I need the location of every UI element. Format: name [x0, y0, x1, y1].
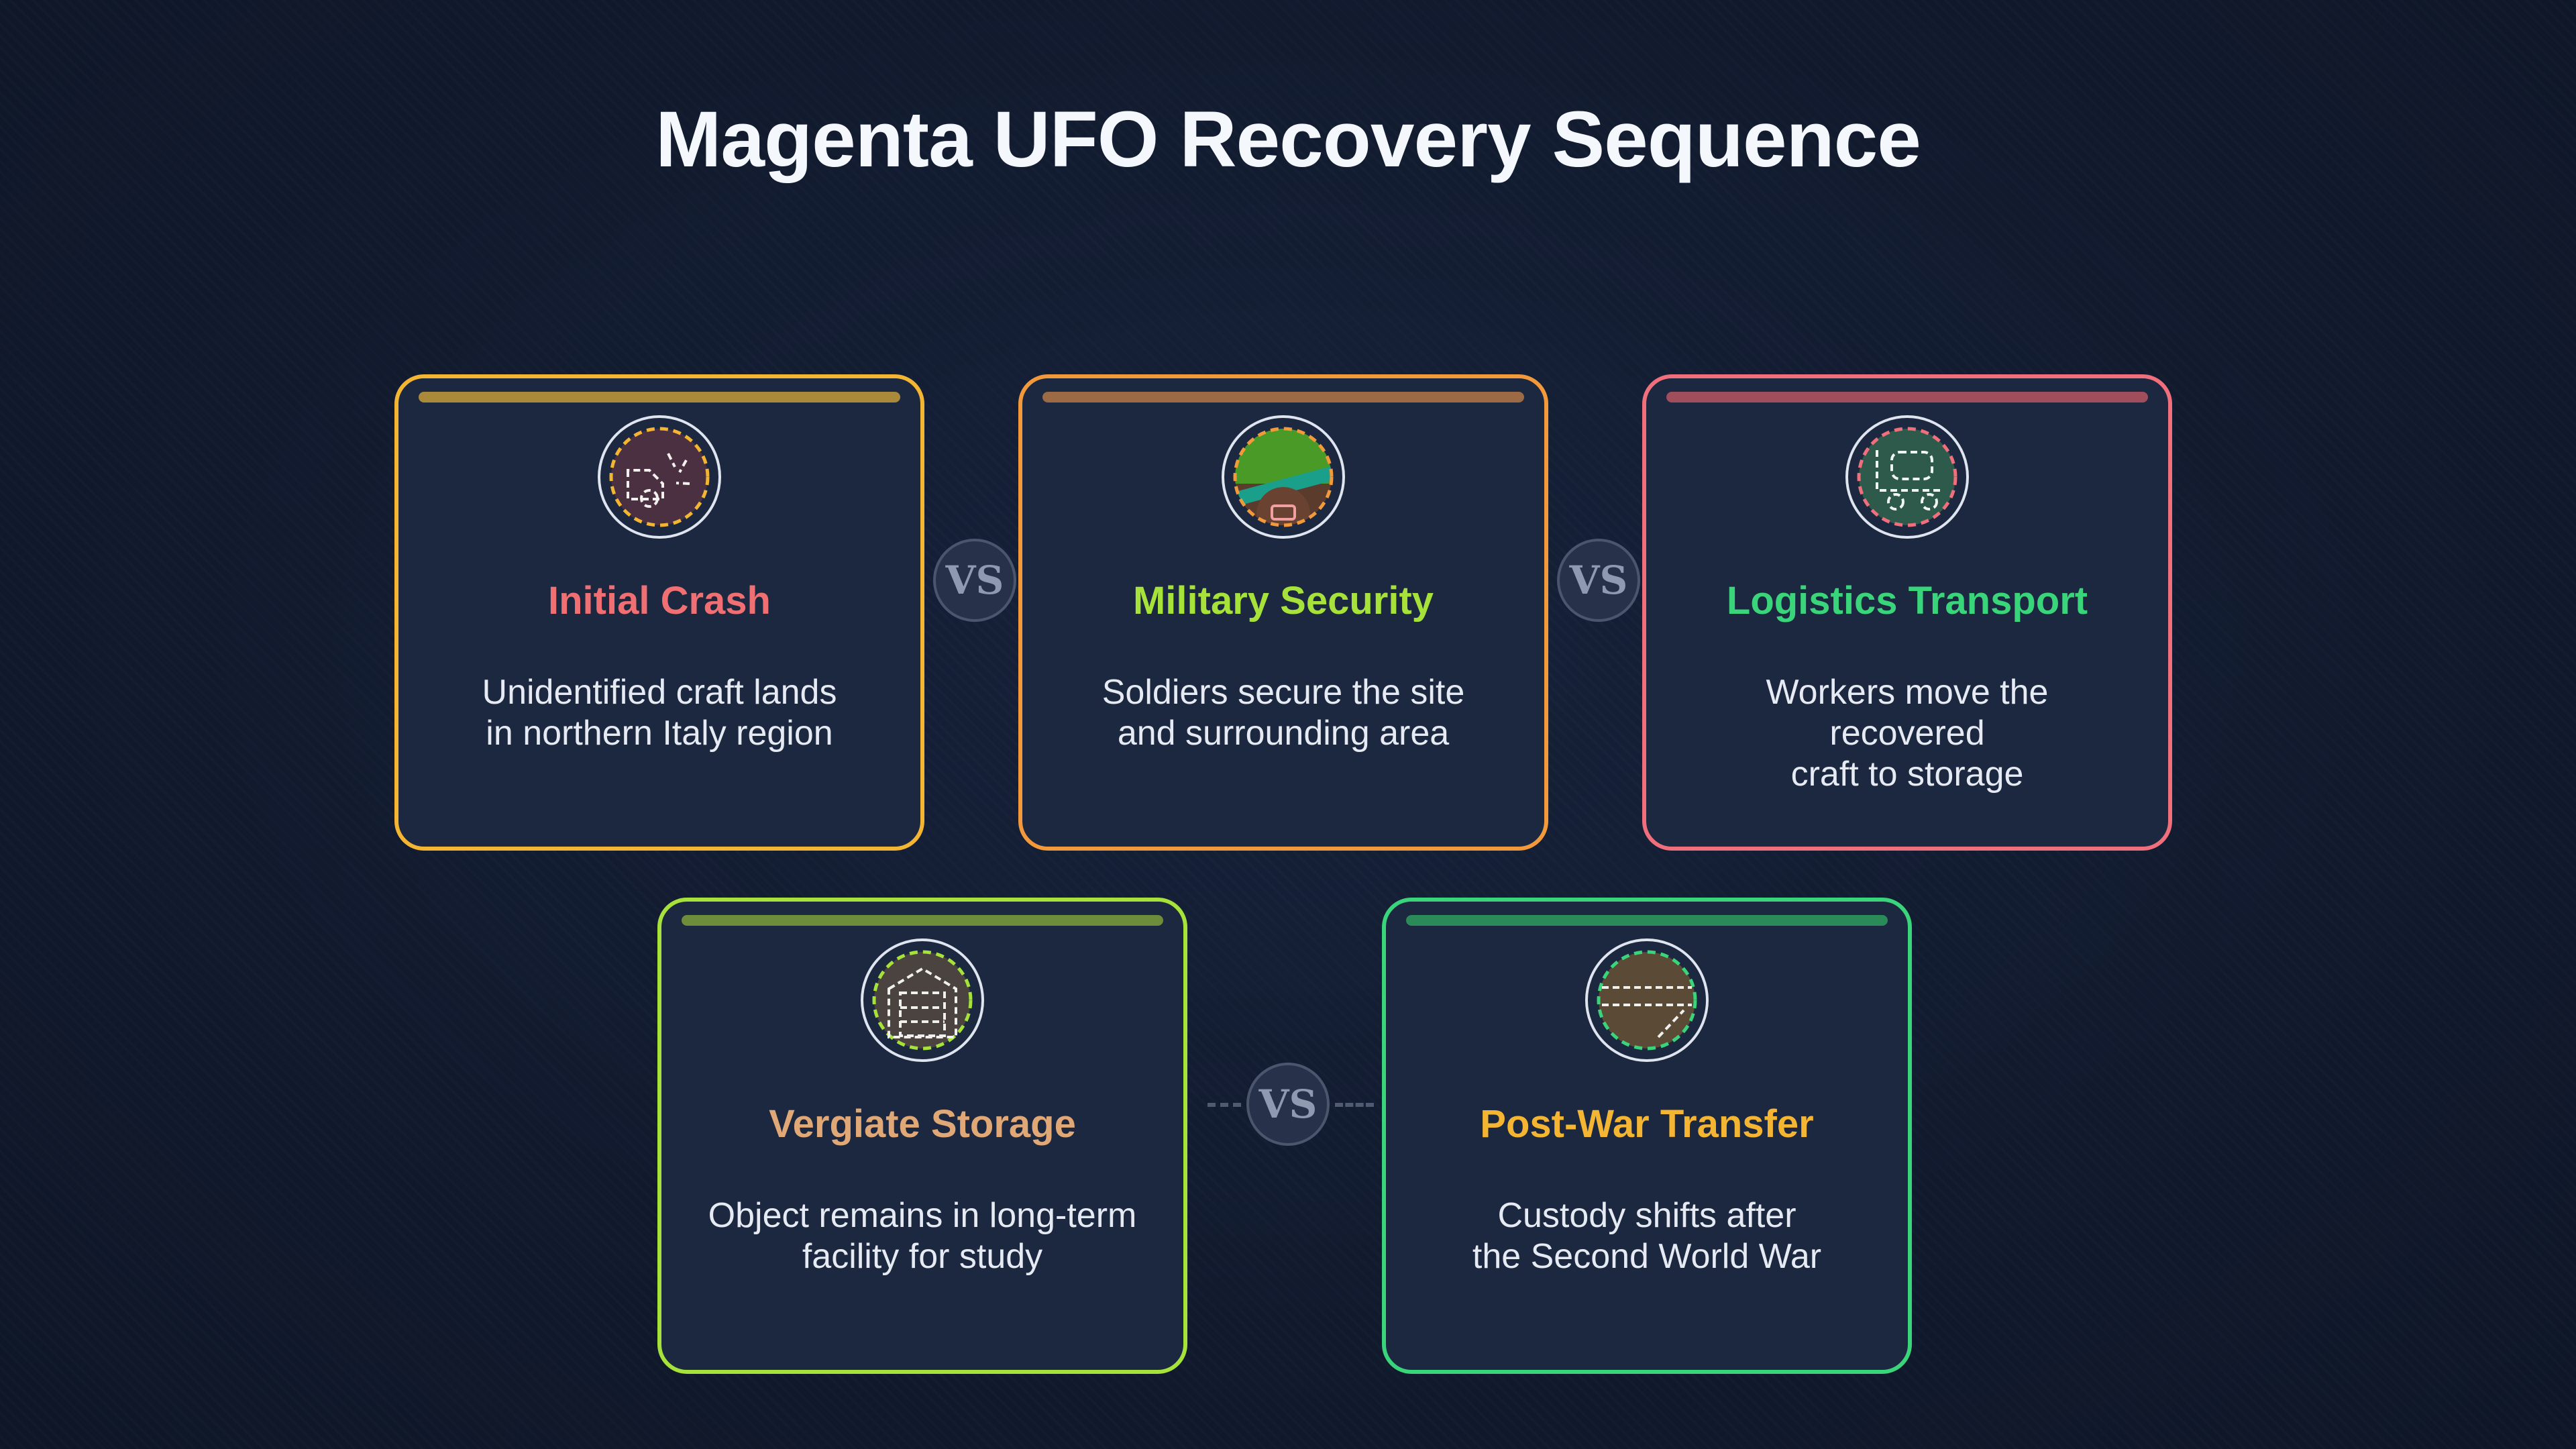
- step-description: Custody shifts after the Second World Wa…: [1426, 1195, 1868, 1277]
- card-accent-bar: [1666, 392, 2148, 402]
- vs-connector: VS: [933, 539, 1016, 622]
- step-title: Initial Crash: [548, 579, 771, 623]
- step-description-line: facility for study: [802, 1237, 1043, 1276]
- card-accent-bar: [1042, 392, 1524, 402]
- soldier-helmet-icon: [1222, 415, 1345, 539]
- handover-icon: [1585, 938, 1709, 1062]
- cart-icon: [1845, 415, 1969, 539]
- step-card-vergiate-storage: Vergiate Storage Object remains in long-…: [657, 898, 1187, 1374]
- step-card-military-security: Military Security Soldiers secure the si…: [1018, 374, 1548, 851]
- connector-dash: [1208, 1103, 1241, 1107]
- step-description-line: Workers move the recovered: [1766, 673, 2049, 753]
- step-description-line: and surrounding area: [1117, 714, 1450, 753]
- vs-connector: VS: [1246, 1063, 1330, 1146]
- step-description-line: Unidentified craft lands: [482, 673, 837, 712]
- crash-icon: [598, 415, 721, 539]
- card-accent-bar: [1406, 915, 1888, 926]
- step-title: Post-War Transfer: [1480, 1102, 1814, 1146]
- vs-connector: VS: [1557, 539, 1640, 622]
- step-description-line: the Second World War: [1472, 1237, 1822, 1276]
- step-title: Military Security: [1132, 579, 1434, 623]
- card-accent-bar: [682, 915, 1163, 926]
- step-card-logistics-transport: Logistics Transport Workers move the rec…: [1642, 374, 2172, 851]
- step-description-line: Object remains in long-term: [708, 1196, 1137, 1235]
- card-accent-bar: [419, 392, 900, 402]
- step-description-line: Soldiers secure the site: [1102, 673, 1465, 712]
- step-description-line: in northern Italy region: [486, 714, 833, 753]
- warehouse-icon: [861, 938, 984, 1062]
- step-description-line: craft to storage: [1790, 755, 2024, 794]
- page-title: Magenta UFO Recovery Sequence: [655, 95, 1921, 184]
- step-title: Vergiate Storage: [769, 1102, 1076, 1146]
- step-description: Soldiers secure the site and surrounding…: [1063, 672, 1504, 754]
- step-description-line: Custody shifts after: [1497, 1196, 1796, 1235]
- step-description: Unidentified craft lands in northern Ita…: [439, 672, 880, 754]
- step-card-post-war-transfer: Post-War Transfer Custody shifts after t…: [1382, 898, 1912, 1374]
- connector-dash: [1335, 1103, 1374, 1107]
- step-description: Object remains in long-term facility for…: [702, 1195, 1143, 1277]
- step-description: Workers move the recovered craft to stor…: [1686, 672, 2128, 795]
- step-card-initial-crash: Initial Crash Unidentified craft lands i…: [394, 374, 924, 851]
- step-title: Logistics Transport: [1726, 579, 2088, 623]
